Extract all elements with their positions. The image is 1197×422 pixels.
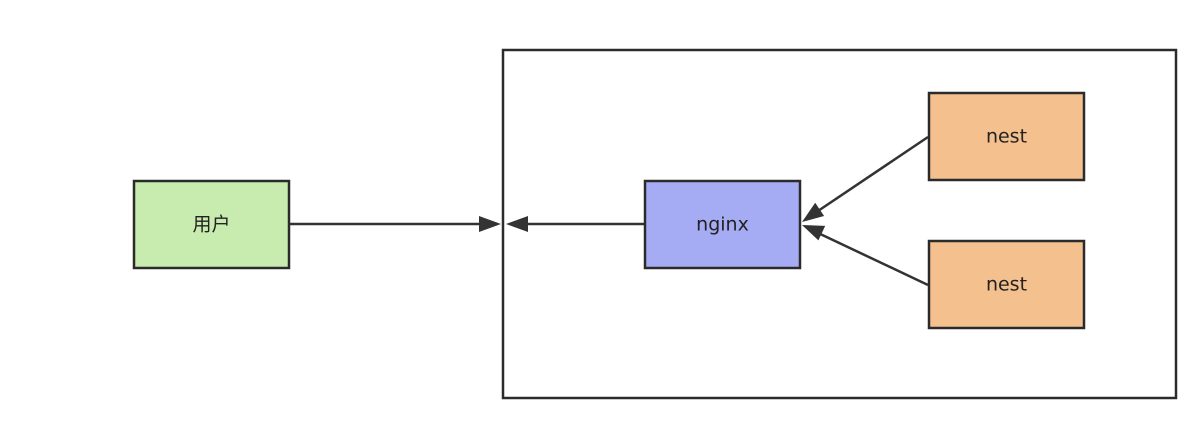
node-nest-bottom: nest <box>927 239 1086 330</box>
edge-nest-bottom-to-nginx <box>815 230 929 287</box>
node-user: 用户 <box>132 179 291 270</box>
node-nest-top-box <box>927 91 1086 182</box>
arrowhead-user-to-container <box>479 216 501 232</box>
node-nest-top: nest <box>927 91 1086 182</box>
node-nest-bottom-box <box>927 239 1086 330</box>
node-nginx: nginx <box>643 179 802 270</box>
node-user-label: 用户 <box>192 214 230 236</box>
node-nest-bottom-label: nest <box>986 274 1027 296</box>
node-user-box <box>132 179 291 270</box>
arrowhead-nginx-to-container <box>506 216 528 232</box>
arrowhead-nest-top-to-nginx <box>802 202 825 222</box>
arrowhead-nest-bottom-to-nginx <box>802 225 826 241</box>
node-nginx-label: nginx <box>696 214 749 236</box>
node-nest-top-label: nest <box>986 126 1027 148</box>
edge-nest-top-to-nginx <box>814 135 929 215</box>
node-nginx-box <box>643 179 802 270</box>
